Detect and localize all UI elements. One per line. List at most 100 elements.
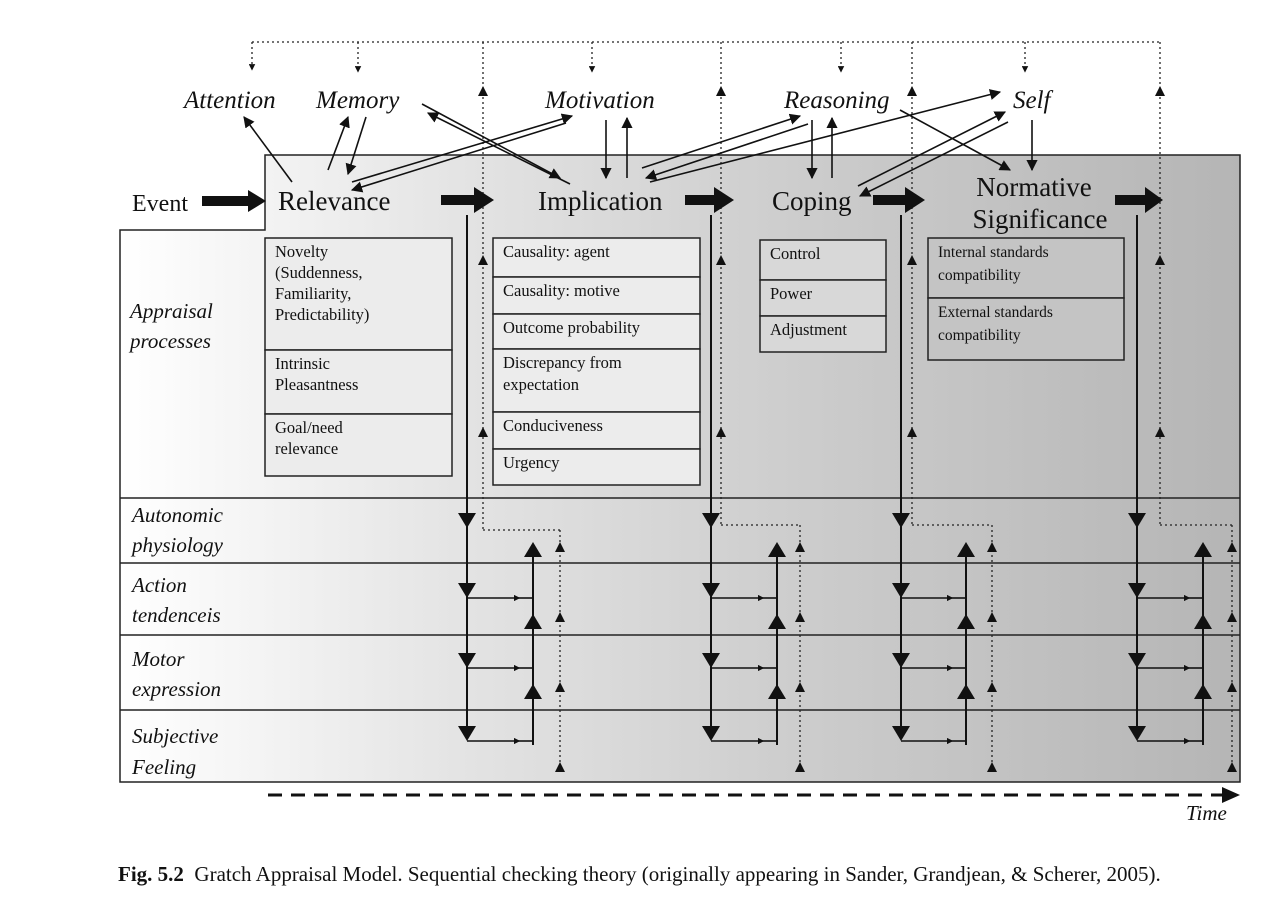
relevance-check-box	[264, 237, 453, 351]
implication-check-box	[492, 276, 701, 315]
reasoning-label: Reasoning	[783, 87, 890, 114]
response-down-arrow	[892, 653, 910, 668]
stage-normative-line2: Significance	[973, 204, 1108, 234]
relevance-check-text: Intrinsic	[275, 354, 330, 373]
feedback-arrowheads	[478, 86, 1237, 772]
response-up-arrow	[524, 542, 542, 557]
response-up-arrow	[1194, 614, 1212, 629]
event-label: Event	[132, 191, 188, 217]
implication-check-box	[492, 411, 701, 450]
implication-check-box	[492, 313, 701, 350]
cognition-arrows	[243, 89, 1038, 197]
figure-caption: Fig. 5.2 Gratch Appraisal Model. Sequent…	[118, 862, 1161, 887]
relevance-check-box	[264, 349, 453, 415]
implication-check-box	[492, 237, 701, 278]
implication-check-box	[492, 448, 701, 486]
response-down-arrow	[1128, 653, 1146, 668]
relevance-check-text: Predictability)	[275, 305, 369, 324]
feedback-lines	[248, 41, 1233, 775]
coping-check-text: Power	[770, 284, 813, 303]
response-down-arrow	[458, 726, 476, 741]
implication-check-box	[492, 348, 701, 413]
row-label-autonomic-2: physiology	[130, 533, 224, 557]
response-down-arrow	[458, 583, 476, 598]
normative-check-text: Internal standards	[938, 244, 1049, 261]
response-down-arrow	[702, 583, 720, 598]
relevance-check-text: (Suddenness,	[275, 263, 363, 282]
relevance-check-text: Familiarity,	[275, 284, 351, 303]
relevance-check-text: relevance	[275, 439, 338, 458]
response-down-arrow	[702, 726, 720, 741]
memory-label: Memory	[315, 87, 400, 114]
response-down-arrow	[702, 513, 720, 528]
stage-relevance: Relevance	[278, 186, 390, 216]
time-arrowhead	[1222, 787, 1240, 803]
coping-check-text: Adjustment	[770, 320, 847, 339]
row-label-action-1: Action	[130, 573, 187, 597]
row-label-action-2: tendenceis	[132, 603, 221, 627]
stage-titles: Relevance Implication Coping Normative S…	[278, 172, 1107, 234]
response-down-arrow	[892, 513, 910, 528]
cognition-labels: Attention Memory Motivation Reasoning Se…	[182, 87, 1054, 114]
row-label-subjective-2: Feeling	[131, 755, 196, 779]
time-label: Time	[1186, 801, 1227, 825]
response-flows	[458, 215, 1212, 745]
caption-label: Fig. 5.2	[118, 862, 184, 886]
relevance-check-box	[264, 413, 453, 477]
row-label-motor-2: expression	[132, 677, 221, 701]
response-down-arrow	[702, 653, 720, 668]
stage-arrows	[202, 187, 1163, 213]
row-label-autonomic-1: Autonomic	[130, 503, 224, 527]
coping-check-text: Control	[770, 244, 821, 263]
implication-check-text: Discrepancy from	[503, 353, 622, 372]
normative-check-text: compatibility	[938, 327, 1021, 344]
stage-normative-line1: Normative	[976, 172, 1091, 202]
implication-check-text: Causality: motive	[503, 281, 620, 300]
row-separators	[120, 497, 1240, 711]
coping-check-box	[759, 239, 887, 281]
normative-check-text: External standards	[938, 304, 1053, 321]
row-label-motor-1: Motor	[131, 647, 185, 671]
coping-check-box	[759, 315, 887, 353]
normative-check-text: compatibility	[938, 267, 1021, 284]
response-down-arrow	[1128, 726, 1146, 741]
implication-check-text: Causality: agent	[503, 242, 610, 261]
stage-implication: Implication	[538, 186, 663, 216]
coping-check-box	[759, 279, 887, 317]
self-label: Self	[1013, 87, 1054, 114]
response-up-arrow	[957, 542, 975, 557]
relevance-check-text: Novelty	[275, 242, 329, 261]
appraisal-checks: Novelty (Suddenness, Familiarity, Predictab…	[264, 237, 1125, 486]
response-down-arrow	[458, 653, 476, 668]
response-down-arrow	[1128, 513, 1146, 528]
implication-check-text: Urgency	[503, 453, 560, 472]
implication-check-text: expectation	[503, 375, 579, 394]
normative-check-box	[927, 297, 1125, 361]
row-labels: Appraisal processes Autonomic physiology…	[128, 299, 224, 779]
row-label-subjective-1: Subjective	[132, 724, 218, 748]
response-up-arrow	[524, 684, 542, 699]
response-up-arrow	[768, 542, 786, 557]
response-down-arrow	[458, 513, 476, 528]
relevance-check-text: Pleasantness	[275, 375, 358, 394]
response-down-arrow	[892, 583, 910, 598]
response-up-arrow	[957, 684, 975, 699]
implication-check-text: Outcome probability	[503, 318, 641, 337]
stage-coping: Coping	[772, 186, 852, 216]
response-up-arrow	[1194, 542, 1212, 557]
implication-check-text: Conduciveness	[503, 416, 603, 435]
response-up-arrow	[768, 614, 786, 629]
response-down-arrow	[1128, 583, 1146, 598]
response-up-arrow	[1194, 684, 1212, 699]
row-label-appraisal-1: Appraisal	[128, 299, 213, 323]
attention-label: Attention	[182, 87, 276, 114]
response-up-arrow	[768, 684, 786, 699]
motivation-label: Motivation	[544, 87, 655, 114]
response-up-arrow	[524, 614, 542, 629]
normative-check-box	[927, 237, 1125, 299]
response-up-arrow	[957, 614, 975, 629]
row-label-appraisal-2: processes	[128, 329, 211, 353]
response-down-arrow	[892, 726, 910, 741]
relevance-check-text: Goal/need	[275, 418, 344, 437]
